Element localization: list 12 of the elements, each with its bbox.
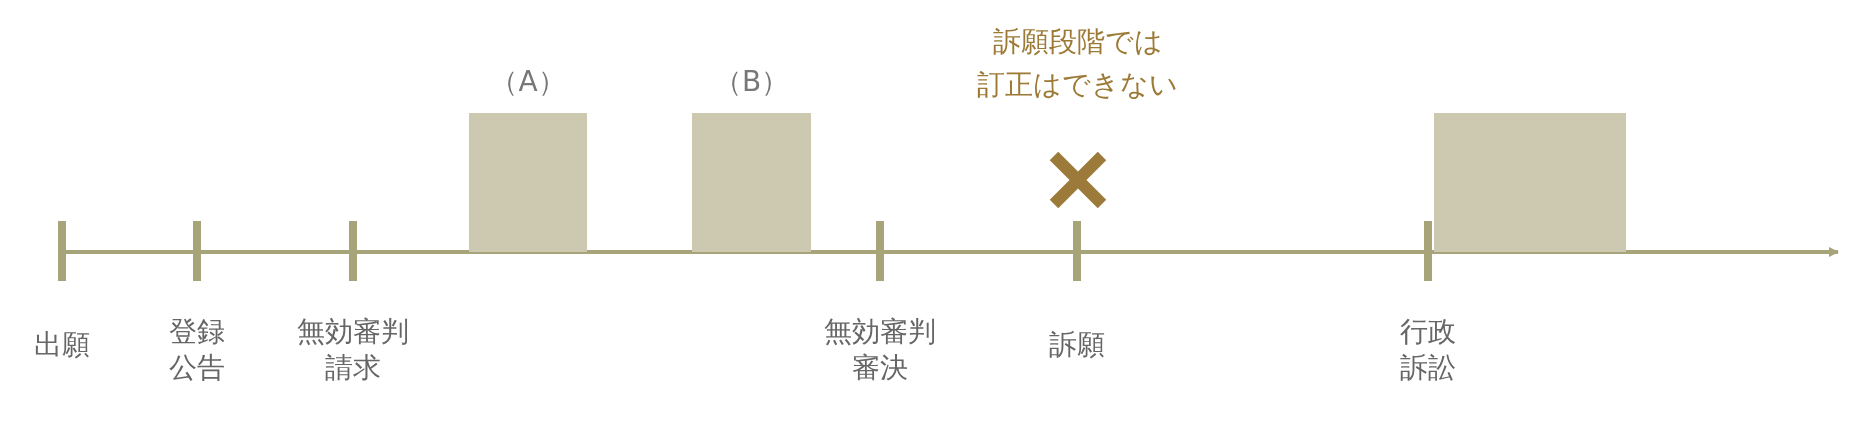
block-label: （A） (489, 64, 567, 100)
block-label: （B） (712, 64, 791, 100)
period-block (1434, 113, 1626, 252)
milestone-label: 無効審判審決 (823, 314, 937, 387)
period-block (692, 113, 811, 252)
milestone-label: 訴願 (1048, 327, 1106, 363)
milestone-label: 登録公告 (168, 314, 226, 387)
note-text: 訴願段階では訂正はできない (976, 24, 1180, 104)
milestone-label: 出願 (33, 327, 91, 363)
milestone-label: 無効審判請求 (296, 314, 410, 387)
milestone-label: 行政訴訟 (1399, 314, 1457, 387)
period-block (469, 113, 587, 252)
